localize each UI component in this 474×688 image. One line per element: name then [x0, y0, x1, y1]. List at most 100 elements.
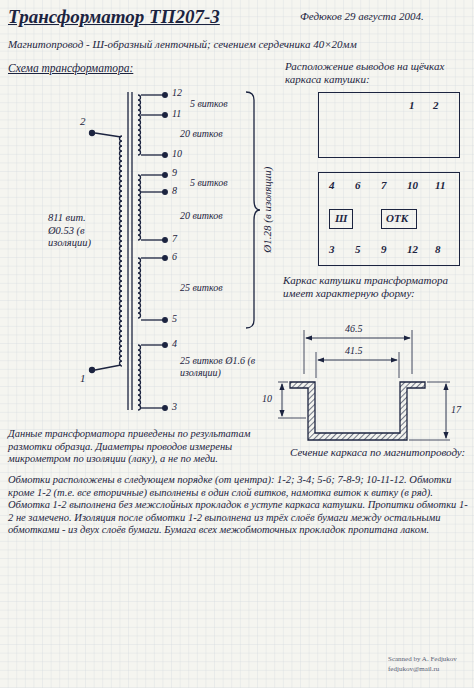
dimension: 46.5	[345, 323, 363, 335]
dimension: 41.5	[345, 345, 363, 357]
ext-line	[409, 440, 450, 441]
pin-number: 11	[435, 179, 445, 192]
turns-label: 25 витков	[180, 282, 223, 294]
tap-lead	[141, 239, 163, 240]
pin-number: 8	[172, 185, 177, 197]
pin-number: 10	[407, 179, 418, 192]
dim-line	[446, 384, 447, 438]
pin-number: Ш	[335, 212, 347, 225]
lead	[95, 133, 121, 137]
pin-number: 10	[172, 148, 182, 160]
terminal	[90, 131, 95, 136]
pin-number: 1	[409, 99, 415, 112]
winding	[138, 258, 141, 318]
bobbin-cheek: 12	[318, 92, 460, 158]
tap-lead	[141, 257, 163, 258]
ext-line	[304, 330, 305, 374]
winding	[120, 136, 123, 366]
pin-number: 6	[172, 251, 177, 263]
dim-line	[318, 360, 397, 361]
terminal	[163, 318, 168, 323]
wire-diameter: Ø1.28 (в изоляции)	[261, 167, 274, 253]
terminal	[163, 343, 168, 348]
pin-number: 4	[172, 338, 177, 350]
pin-number: 11	[172, 108, 181, 120]
ext-line	[412, 330, 413, 374]
note: Данные трансформатора приведены по резул…	[8, 428, 270, 466]
watermark: Scanned by A. Fedjukov	[388, 655, 457, 663]
bracket	[246, 92, 260, 328]
winding-label: 25 витков Ø1.6 (в изоляции)	[180, 355, 258, 379]
terminal	[163, 190, 168, 195]
turns-label: 5 витков	[190, 98, 228, 110]
winding	[138, 175, 141, 240]
section-heading: Схема трансформатора:	[8, 62, 133, 76]
terminal	[163, 93, 168, 98]
taps	[141, 93, 167, 411]
tap-lead	[141, 174, 163, 175]
marking-box: Ш	[329, 209, 353, 229]
terminal	[163, 173, 168, 178]
pin-number: 3	[329, 243, 335, 256]
watermark: fedjukov@mail.ru	[388, 665, 439, 673]
core-line	[127, 92, 128, 410]
pin-number: 3	[172, 401, 177, 413]
terminal	[163, 153, 168, 158]
winding	[138, 345, 141, 410]
core-line	[131, 92, 132, 410]
ext-line	[427, 382, 450, 383]
bobbin-cheek: 4671011359128ШОТК	[318, 172, 460, 266]
winding	[138, 95, 141, 155]
caption-note: Сечение каркаса по магнитопроводу:	[290, 446, 470, 459]
pin-number: 5	[172, 313, 177, 325]
bobbin-section	[290, 382, 425, 440]
pin-number: 7	[381, 179, 387, 192]
marking-box: ОТК	[381, 209, 417, 229]
pin-number: 7	[172, 233, 177, 245]
pin-number: 6	[355, 179, 361, 192]
note: Обмотки расположены в следующем порядке …	[8, 474, 470, 537]
pin-number: 1	[80, 372, 86, 385]
pin-number: 12	[172, 87, 182, 99]
ext-line	[316, 352, 317, 378]
pin-number: 9	[381, 243, 387, 256]
pin-number: 12	[407, 243, 418, 256]
pin-number: ОТК	[386, 212, 408, 225]
terminal	[90, 368, 95, 373]
tap-lead	[141, 344, 163, 345]
terminal	[163, 238, 168, 243]
primary-winding-label: 811 вит. Ø0.53 (в изоляции)	[48, 212, 114, 250]
pin-number: 2	[433, 99, 439, 112]
ext-line	[399, 352, 400, 378]
section-heading: Каркас катушки трансформатора имеет хара…	[283, 274, 470, 300]
section-heading: Расположение выводов на щёчках каркаса к…	[285, 60, 470, 86]
pin-number: 5	[355, 243, 361, 256]
terminal	[163, 113, 168, 118]
windings	[120, 95, 141, 410]
tap-lead	[141, 114, 163, 115]
dimension: 17	[451, 404, 461, 416]
tap-lead	[141, 319, 163, 320]
pin-number: 2	[80, 115, 86, 128]
author-date: Федюков 29 августа 2004.	[300, 10, 424, 23]
terminal	[163, 256, 168, 261]
dim-line	[306, 338, 410, 339]
ext-line	[278, 382, 288, 383]
terminal	[163, 406, 168, 411]
title: Трансформатор ТП207-3	[8, 6, 220, 29]
tap-lead	[141, 94, 163, 95]
pin-number: 8	[435, 243, 441, 256]
tap-lead	[141, 154, 163, 155]
core-note: Магнитопровод - Ш-образный ленточный; се…	[8, 38, 470, 51]
ext-line	[278, 418, 306, 419]
lead	[95, 365, 121, 370]
dimension: 10	[262, 393, 272, 405]
tap-lead	[141, 407, 163, 408]
turns-label: 20 витков	[180, 210, 223, 222]
turns-label: 20 витков	[180, 128, 223, 140]
dim-line	[282, 384, 283, 416]
tap-lead	[141, 191, 163, 192]
pin-number: 9	[172, 167, 177, 179]
